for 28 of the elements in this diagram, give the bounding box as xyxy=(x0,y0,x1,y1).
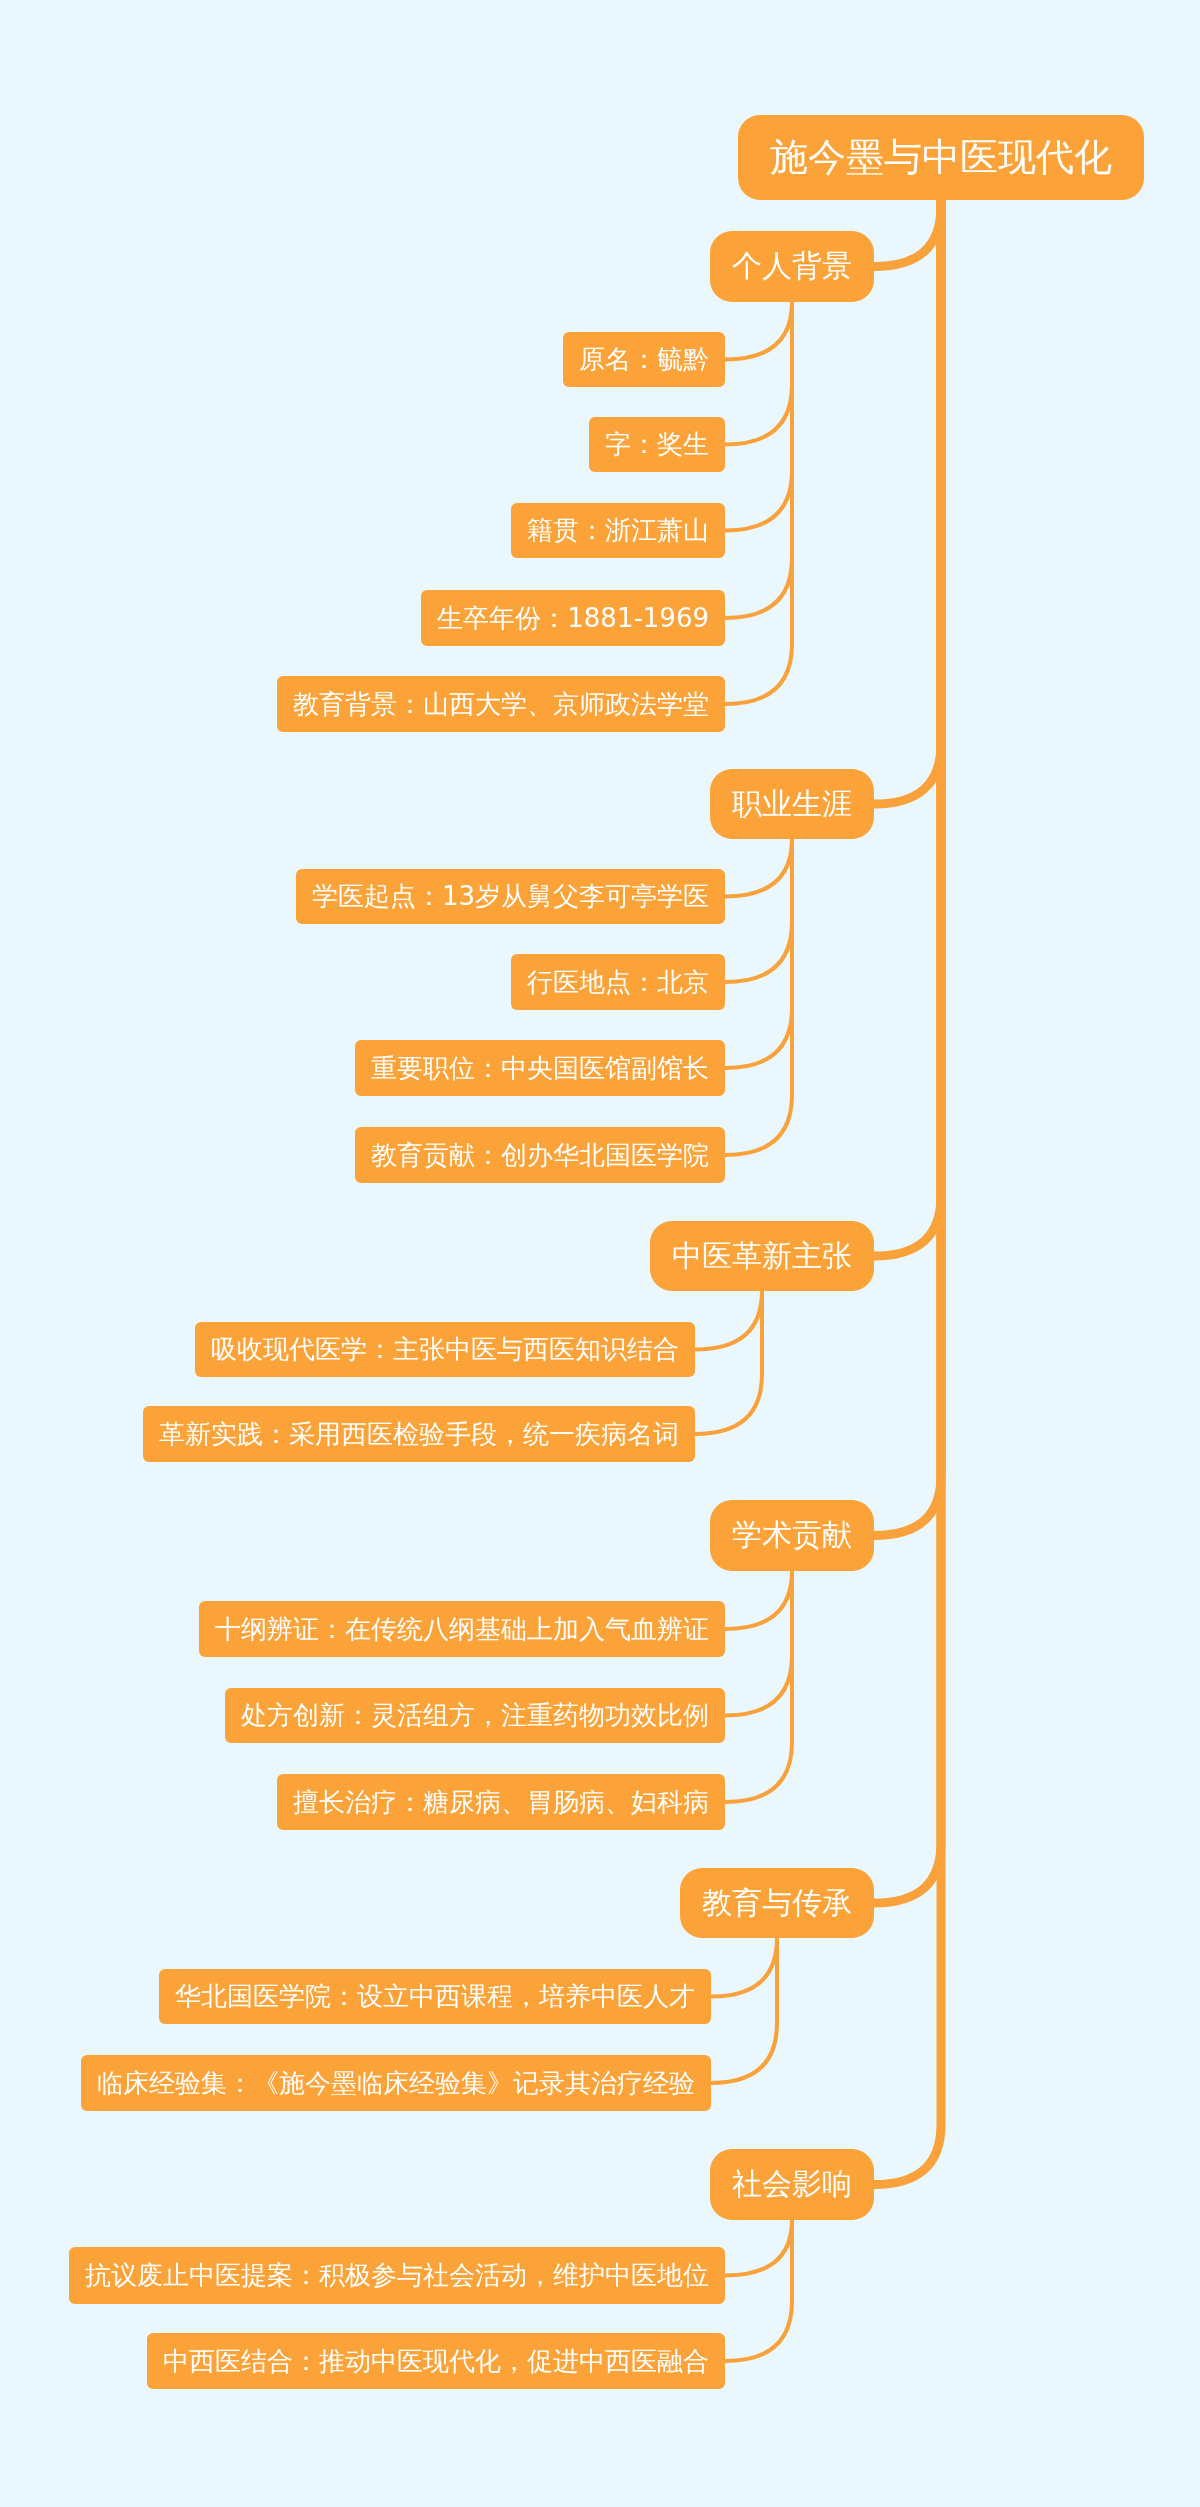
subtopic: 十纲辨证：在传统八纲基础上加入气血辨证 xyxy=(199,1601,725,1657)
subtopic: 吸收现代医学：主张中医与西医知识结合 xyxy=(195,1322,695,1377)
subtopic: 抗议废止中医提案：积极参与社会活动，维护中医地位 xyxy=(69,2247,725,2304)
subtopic: 重要职位：中央国医馆副馆长 xyxy=(355,1040,725,1096)
branch-line xyxy=(694,1291,764,1436)
subtopic: 教育贡献：创办华北国医学院 xyxy=(355,1127,725,1183)
branch-topic: 个人背景 xyxy=(710,231,874,302)
subtopic: 教育背景：山西大学、京师政法学堂 xyxy=(277,676,725,732)
subtopic: 行医地点：北京 xyxy=(511,954,725,1010)
subtopic: 生卒年份：1881-1969 xyxy=(421,590,725,646)
subtopic: 中西医结合：推动中医现代化，促进中西医融合 xyxy=(147,2333,725,2389)
branch-topic: 教育与传承 xyxy=(680,1868,874,1938)
branch-topic: 学术贡献 xyxy=(710,1500,874,1571)
subtopic: 学医起点：13岁从舅父李可亭学医 xyxy=(295,869,725,924)
subtopic: 处方创新：灵活组方，注重药物功效比例 xyxy=(225,1688,725,1743)
branch-line xyxy=(724,2220,794,2363)
subtopic: 原名：毓黔 xyxy=(563,332,725,387)
central-topic: 施今墨与中医现代化 xyxy=(738,115,1144,200)
subtopic: 擅长治疗：糖尿病、胃肠病、妇科病 xyxy=(277,1774,725,1830)
branch-topic: 职业生涯 xyxy=(710,769,874,839)
subtopic: 革新实践：采用西医检验手段，统一疾病名词 xyxy=(143,1406,695,1462)
branch-topic: 社会影响 xyxy=(710,2149,874,2220)
branch-line xyxy=(710,1938,779,2085)
subtopic: 字：奖生 xyxy=(589,417,725,472)
subtopic: 临床经验集：《施今墨临床经验集》记录其治疗经验 xyxy=(81,2055,711,2111)
branch-topic: 中医革新主张 xyxy=(650,1221,874,1291)
subtopic: 籍贯：浙江萧山 xyxy=(511,503,725,558)
subtopic: 华北国医学院：设立中西课程，培养中医人才 xyxy=(159,1969,711,2024)
